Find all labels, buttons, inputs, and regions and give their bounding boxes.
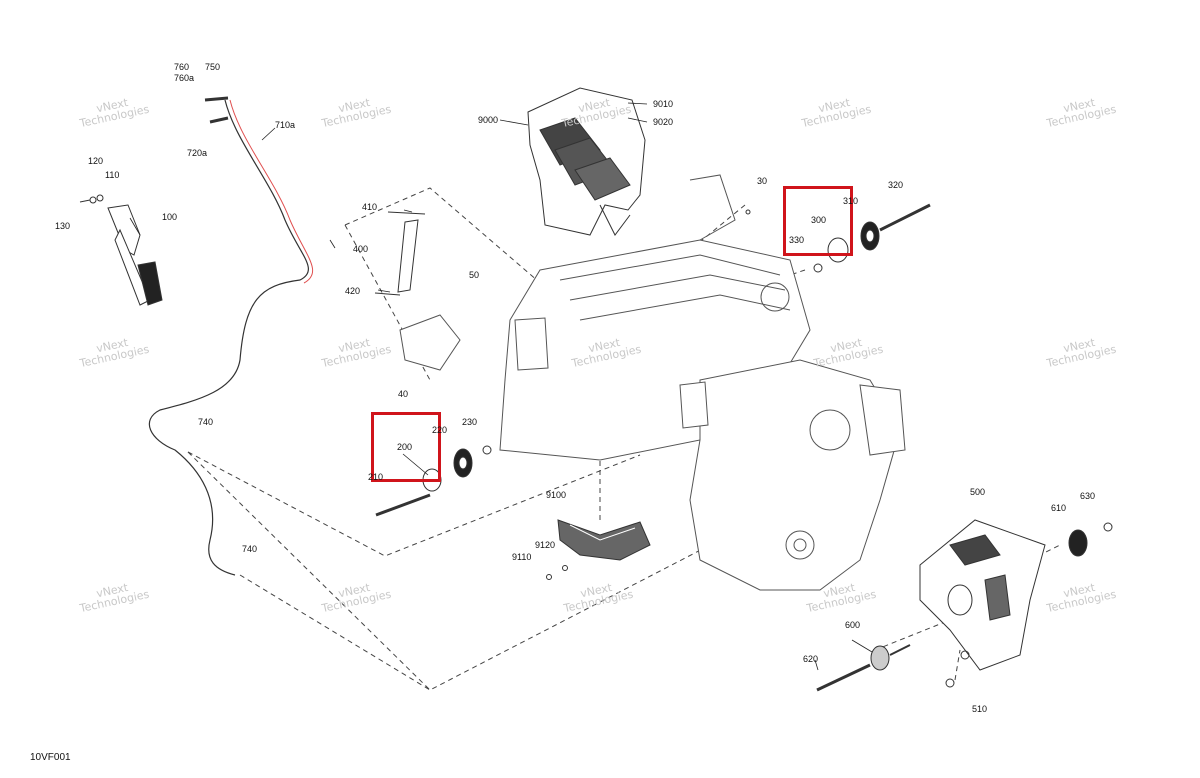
callout-220[interactable]: 220 [432,425,448,435]
callout-210[interactable]: 210 [368,472,384,482]
accelerator-pedal [79,194,163,306]
mount-200 [375,445,492,517]
callout-120[interactable]: 120 [88,156,104,166]
callout-330[interactable]: 330 [789,235,805,245]
diagram-code: 10VF001 [30,752,71,763]
callout-9020[interactable]: 9020 [653,117,674,127]
callout-600[interactable]: 600 [845,620,861,630]
callout-40[interactable]: 40 [398,389,409,399]
callout-760[interactable]: 760 [174,62,190,72]
callout-9010[interactable]: 9010 [653,99,674,109]
callout-9100[interactable]: 9100 [546,490,567,500]
callout-740-upper[interactable]: 740 [198,417,214,427]
callout-110[interactable]: 110 [105,170,120,180]
callout-760a[interactable]: 760a [174,73,195,83]
callout-50[interactable]: 50 [469,270,480,280]
callout-230[interactable]: 230 [462,417,478,427]
callout-750[interactable]: 750 [205,62,221,72]
callout-410[interactable]: 410 [362,202,378,212]
callout-610[interactable]: 610 [1051,503,1067,513]
highlight-box-300 [783,186,853,256]
leader-lines [129,102,873,671]
callout-620[interactable]: 620 [803,654,819,664]
callout-510[interactable]: 510 [972,704,988,714]
callout-420[interactable]: 420 [345,286,361,296]
highlight-box-200 [371,412,441,482]
callout-200[interactable]: 200 [397,442,413,452]
bracket-500 [919,519,1046,671]
callout-9120[interactable]: 9120 [535,540,556,550]
mount-600 [816,522,1113,692]
callout-130[interactable]: 130 [55,221,71,231]
mount-300 [745,203,931,273]
part-400-hose [374,211,426,296]
callout-710a[interactable]: 710a [275,120,296,130]
callout-400[interactable]: 400 [353,244,369,254]
callout-100[interactable]: 100 [162,212,178,222]
callout-740-lower[interactable]: 740 [242,544,258,554]
callout-300[interactable]: 300 [811,215,827,225]
callout-630[interactable]: 630 [1080,491,1096,501]
callout-310[interactable]: 310 [843,196,859,206]
engine-assembly [399,174,906,591]
callout-320[interactable]: 320 [888,180,904,190]
part-9100 [546,519,651,580]
engine-cover-9000 [527,87,646,236]
callout-720a[interactable]: 720a [187,148,208,158]
accelerator-cable [148,96,314,576]
callout-500[interactable]: 500 [970,487,986,497]
callout-9000[interactable]: 9000 [478,115,499,125]
callout-30[interactable]: 30 [757,176,768,186]
callout-9110[interactable]: 9110 [512,552,532,562]
